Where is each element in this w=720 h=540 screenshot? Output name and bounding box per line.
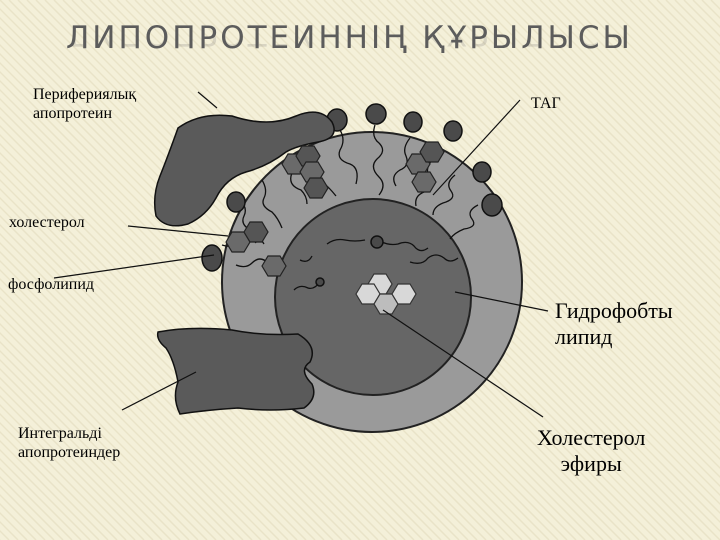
ester-hexagon bbox=[392, 284, 416, 304]
integral-apoprotein bbox=[158, 328, 314, 414]
label-phospholipid: фосфолипид bbox=[8, 276, 94, 295]
label-esters-line1: Холестерол bbox=[537, 425, 645, 451]
label-hydrophobic-line1: Гидрофобты bbox=[555, 298, 673, 324]
label-hydrophobic-lipid: Гидрофобты липид bbox=[555, 298, 673, 350]
label-integral-line1: Интегральді bbox=[18, 425, 120, 444]
label-peripheral-line2: апопротеин bbox=[33, 105, 136, 124]
cholesterol-hexagon bbox=[304, 178, 328, 198]
leader-phospholipid bbox=[54, 255, 214, 278]
cholesterol-hexagon bbox=[262, 256, 286, 276]
label-esters-line2: эфиры bbox=[537, 451, 645, 477]
cholesterol-hexagon bbox=[412, 172, 436, 192]
label-integral-line2: апопротеиндер bbox=[18, 444, 120, 463]
leader-peripheral bbox=[198, 92, 217, 108]
label-cholesterol-esters: Холестерол эфиры bbox=[537, 425, 645, 477]
label-cholesterol: холестерол bbox=[9, 214, 85, 233]
cholesterol-hexagon bbox=[244, 222, 268, 242]
label-peripheral-apoprotein: Перифериялық апопротеин bbox=[33, 86, 136, 124]
cholesterol-hexagon bbox=[420, 142, 444, 162]
label-tag: ТАГ bbox=[531, 95, 561, 114]
label-hydrophobic-line2: липид bbox=[555, 324, 673, 350]
label-peripheral-line1: Перифериялық bbox=[33, 86, 136, 105]
label-integral-apoproteins: Интегральді апопротеиндер bbox=[18, 425, 120, 463]
leader-cholesterol bbox=[128, 226, 228, 236]
